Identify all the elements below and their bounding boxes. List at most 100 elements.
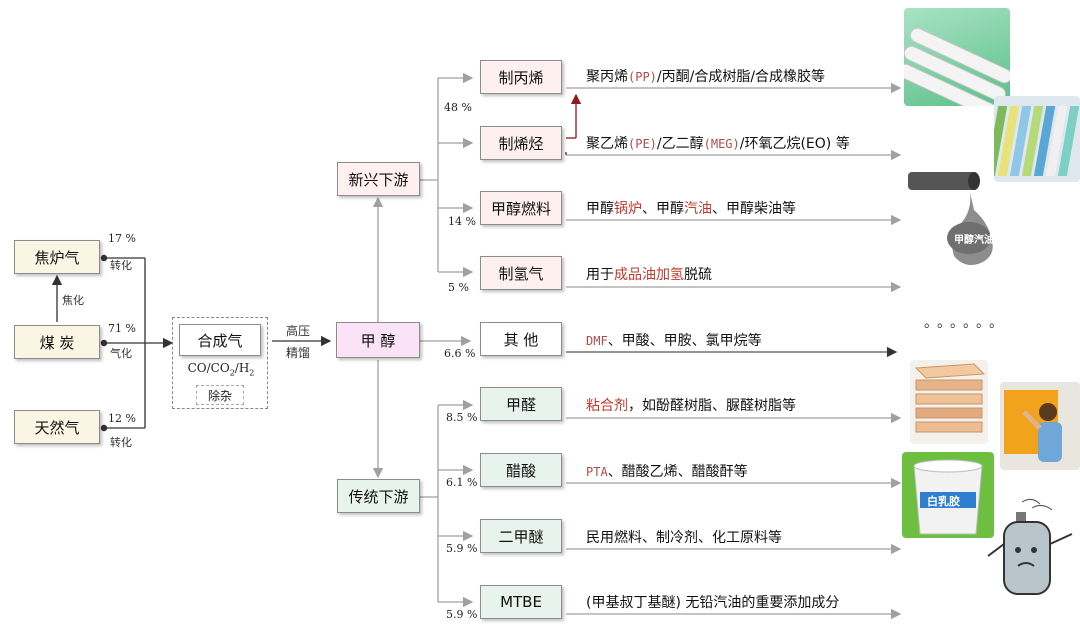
desc-highlight: 成品油加氢 (614, 267, 684, 283)
painting-wall-icon (1004, 390, 1062, 462)
desc-hydrogen: 用于成品油加氢脱硫 (586, 264, 712, 284)
desc-text: 、甲酸、甲胺、氯甲烷等 (607, 333, 762, 349)
source-natural-gas-label: 天然气 (34, 418, 80, 437)
desc-text: /乙二醇 (656, 136, 704, 152)
source-coal-label: 煤 炭 (39, 333, 75, 352)
item-methanol-fuel-label: 甲醇燃料 (490, 199, 551, 218)
process-coke-gas: 转化 (110, 259, 132, 272)
desc-text: 、甲醇 (642, 201, 684, 217)
item-acetic-acid: 醋酸 (480, 453, 562, 487)
formula-part: /H (234, 361, 250, 375)
share-coal: 71 % (108, 322, 136, 335)
desc-formaldehyde: 粘合剂，如酚醛树脂、脲醛树脂等 (586, 395, 796, 415)
purify-box: 除杂 (196, 385, 244, 405)
methanol-label: 甲 醇 (360, 331, 396, 350)
desc-text: 用于 (586, 267, 614, 283)
gas-cylinder-image (982, 494, 1080, 604)
desc-highlight: (MEG) (703, 137, 740, 151)
process-distillation: 精馏 (286, 346, 311, 360)
syngas-title: 合成气 (197, 331, 243, 350)
branch-traditional: 传统下游 (337, 479, 420, 513)
share-acetic-acid: 6.1 % (446, 476, 478, 489)
wood-boards-image (910, 360, 988, 444)
item-olefin: 制烯烃 (480, 126, 562, 160)
item-formaldehyde-label: 甲醛 (505, 395, 536, 414)
colored-tubes-icon (994, 106, 1080, 176)
desc-text: /环氧乙烷(EO) 等 (739, 136, 850, 152)
share-coke-gas: 17 % (108, 232, 136, 245)
syngas-group (172, 317, 268, 409)
methanol-box: 甲 醇 (336, 322, 420, 358)
white-pipes-icon (904, 27, 1010, 106)
share-other: 6.6 % (444, 347, 476, 360)
desc-fuel: 甲醇锅炉、甲醇汽油、甲醇柴油等 (586, 198, 796, 218)
item-hydrogen: 制氢气 (480, 256, 562, 290)
share-emerging-top: 48 % (444, 101, 472, 114)
item-methanol-fuel: 甲醇燃料 (480, 191, 562, 225)
item-hydrogen-label: 制氢气 (498, 264, 544, 283)
desc-text: 、甲醇柴油等 (712, 201, 796, 217)
pipes-image (904, 8, 1010, 106)
glue-bucket-image: 白乳胶 (902, 452, 994, 538)
formula-sub: 2 (229, 368, 235, 378)
item-other: 其 他 (480, 322, 562, 356)
desc-highlight: (PE) (628, 137, 657, 151)
methanol-fuel-image: 甲醇汽油 (904, 160, 1000, 270)
branch-traditional-label: 传统下游 (348, 487, 409, 506)
desc-text: 聚乙烯 (586, 136, 628, 152)
desc-acetic-acid: PTA、醋酸乙烯、醋酸酐等 (586, 461, 748, 481)
item-propylene-label: 制丙烯 (498, 68, 544, 87)
desc-text: 聚丙烯 (586, 69, 628, 85)
fuel-drop-label: 甲醇汽油 (954, 233, 994, 246)
source-natural-gas: 天然气 (14, 410, 100, 444)
purify-label: 除杂 (207, 388, 232, 403)
desc-dme: 民用燃料、制冷剂、化工原料等 (586, 530, 782, 546)
formula-sub: 2 (249, 368, 255, 378)
desc-highlight: 锅炉 (614, 201, 642, 217)
desc-text: 、醋酸乙烯、醋酸酐等 (607, 464, 748, 480)
bucket-icon: 白乳胶 (913, 459, 983, 535)
source-coal: 煤 炭 (14, 325, 100, 359)
desc-olefin: 聚乙烯(PE)/乙二醇(MEG)/环氧乙烷(EO) 等 (586, 133, 850, 153)
process-coking: 焦化 (62, 294, 84, 307)
painter-image (1000, 382, 1080, 470)
item-acetic-acid-label: 醋酸 (505, 461, 536, 480)
source-coke-gas-label: 焦炉气 (34, 248, 80, 267)
desc-highlight: DMF (586, 334, 608, 348)
desc-propylene: 聚丙烯(PP)/丙酮/合成树脂/合成橡胶等 (586, 66, 825, 86)
fuel-drop-icon: 甲醇汽油 (908, 172, 994, 265)
desc-other: DMF、甲酸、甲胺、氯甲烷等 (586, 330, 762, 350)
share-mtbe: 5.9 % (446, 608, 478, 621)
desc-text: 脱硫 (684, 267, 712, 283)
item-dme: 二甲醚 (480, 519, 562, 553)
item-dme-label: 二甲醚 (498, 527, 544, 546)
share-natural-gas: 12 % (108, 412, 136, 425)
share-formaldehyde: 8.5 % (446, 411, 478, 424)
bucket-label: 白乳胶 (927, 494, 960, 508)
process-high-pressure: 高压 (286, 324, 311, 338)
branch-emerging-label: 新兴下游 (348, 170, 409, 189)
cylinder-icon (987, 498, 1073, 595)
item-formaldehyde: 甲醛 (480, 387, 562, 421)
desc-mtbe: (甲基叔丁基醚) 无铅汽油的重要添加成分 (586, 595, 840, 611)
colored-pipes-image (994, 96, 1080, 182)
item-other-label: 其 他 (503, 330, 539, 349)
item-mtbe-label: MTBE (500, 593, 542, 611)
desc-text: /丙酮/合成树脂/合成橡胶等 (656, 69, 826, 85)
item-propylene: 制丙烯 (480, 60, 562, 94)
ellipsis: 。。。。。。 (924, 315, 1009, 331)
process-coal: 气化 (110, 347, 132, 360)
process-natural-gas: 转化 (110, 436, 132, 449)
syngas-box: 合成气 (179, 324, 261, 356)
item-olefin-label: 制烯烃 (498, 134, 544, 153)
item-mtbe: MTBE (480, 585, 562, 619)
desc-text: 甲醇 (586, 201, 614, 217)
desc-text: ，如酚醛树脂、脲醛树脂等 (628, 398, 796, 414)
desc-highlight: PTA (586, 465, 608, 479)
share-dme: 5.9 % (446, 542, 478, 555)
boards-icon (914, 363, 986, 433)
branch-emerging: 新兴下游 (337, 162, 420, 196)
desc-highlight: 粘合剂 (586, 398, 628, 414)
